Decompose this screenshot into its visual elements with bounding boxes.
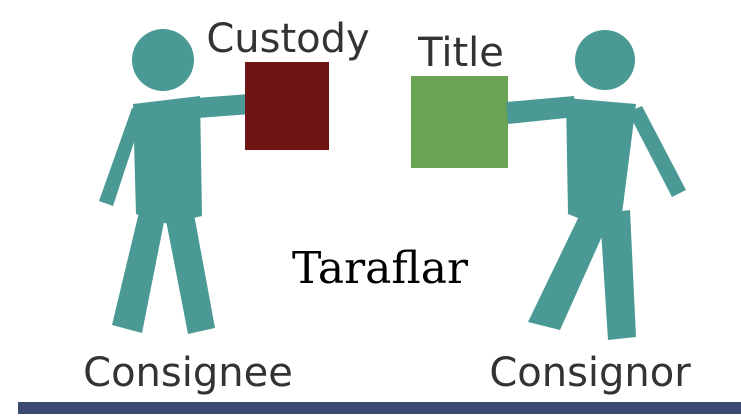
- title-box: [411, 76, 508, 168]
- consignee-label: Consignee: [83, 350, 293, 396]
- base-line: [18, 402, 741, 414]
- consignor-figure-icon: [506, 30, 686, 340]
- custody-box: [245, 62, 329, 150]
- consignor-label: Consignor: [489, 350, 691, 396]
- title-label: Title: [417, 30, 504, 76]
- center-label: Taraflar: [292, 243, 469, 294]
- custody-label: Custody: [206, 16, 369, 62]
- consignee-figure-icon: [99, 29, 251, 334]
